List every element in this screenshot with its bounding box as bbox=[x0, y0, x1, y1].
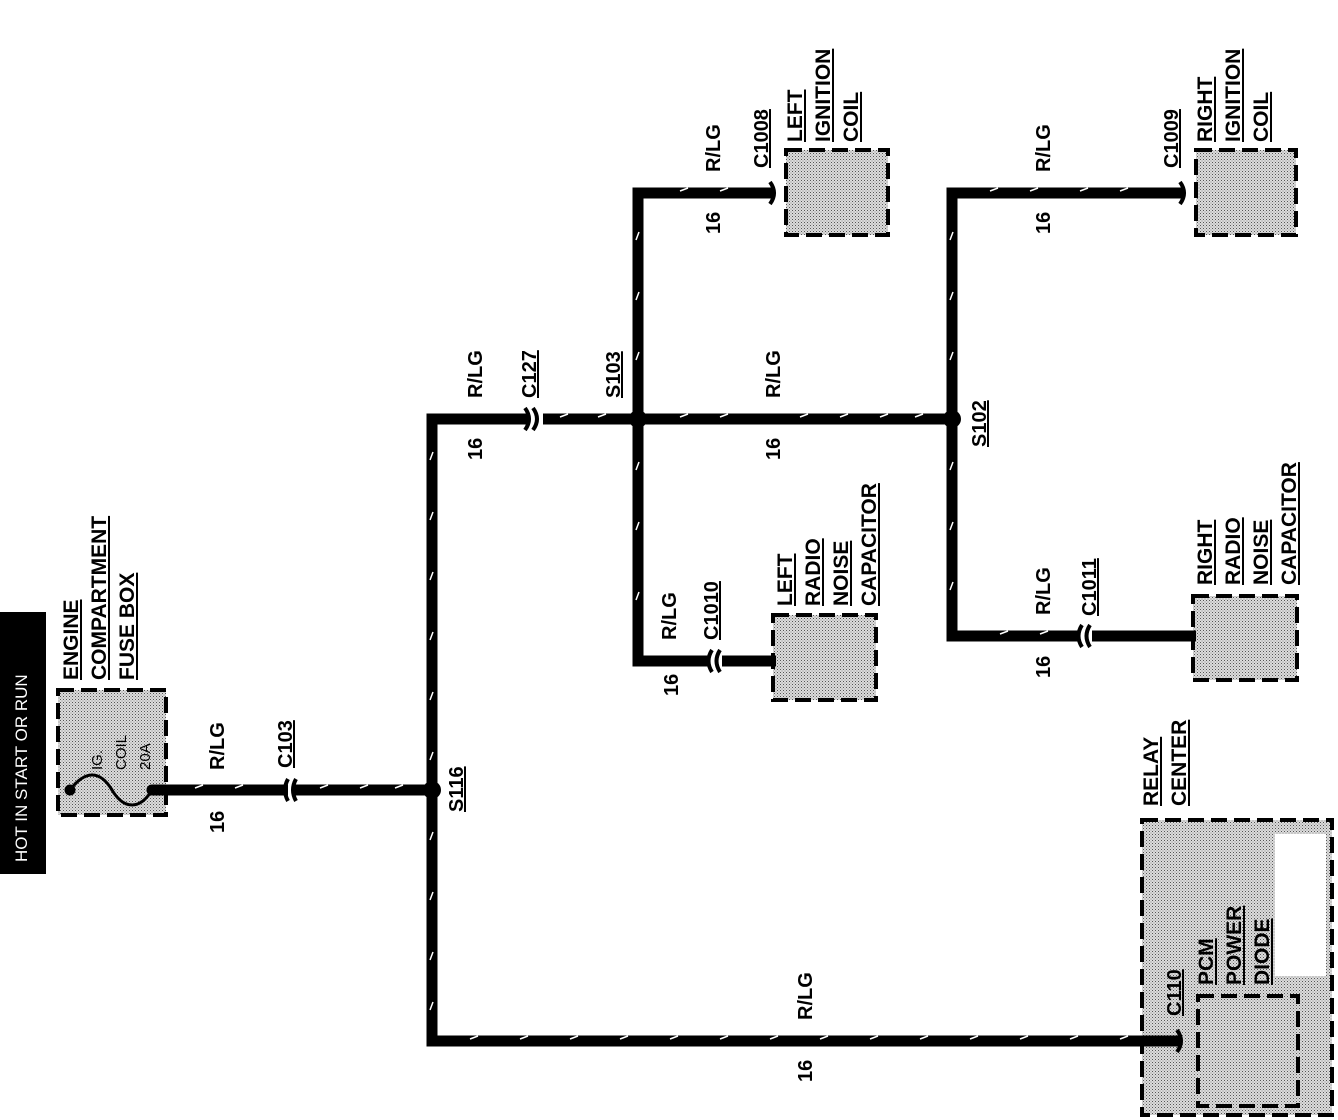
left-capacitor-line-1: LEFT bbox=[774, 553, 797, 607]
c127-connector-icon bbox=[523, 406, 539, 432]
right-radio-noise-capacitor-component bbox=[1191, 594, 1299, 682]
wire-color-label: R/LG bbox=[207, 722, 229, 770]
wire-gauge-label: 16 bbox=[763, 437, 785, 460]
wire-gauge-label: 16 bbox=[795, 1059, 817, 1082]
relay-center-blank-area bbox=[1275, 834, 1326, 976]
c110-label: C110 bbox=[1164, 969, 1186, 1016]
c103-connector-icon bbox=[283, 778, 298, 802]
wire-gauge-label: 16 bbox=[703, 211, 725, 234]
right-ignition-coil-line-3: COIL bbox=[1250, 91, 1273, 142]
left-ignition-coil-line-3: COIL bbox=[840, 91, 863, 142]
right-capacitor-line-1: RIGHT bbox=[1194, 519, 1217, 585]
pcm-power-diode-line-2: POWER bbox=[1223, 905, 1246, 985]
relay-center-label: RELAY CENTER bbox=[1138, 720, 1194, 806]
left-radio-noise-capacitor-component bbox=[771, 613, 878, 702]
status-banner-text: HOT IN START OR RUN bbox=[12, 674, 31, 862]
wires bbox=[152, 187, 1196, 1047]
left-ignition-coil-line-1: LEFT bbox=[784, 89, 807, 143]
right-ignition-coil-line-2: IGNITION bbox=[1222, 48, 1245, 142]
c110-connector-icon bbox=[1175, 1028, 1183, 1054]
wire-hatches bbox=[194, 187, 1129, 1040]
c1010-label: C1010 bbox=[701, 581, 723, 640]
wire-s103-to-c1010 bbox=[632, 419, 710, 667]
wire-s116-to-c110 bbox=[426, 790, 1180, 1047]
right-capacitor-line-4: CAPACITOR bbox=[1278, 462, 1301, 585]
c1009-label: C1009 bbox=[1161, 109, 1183, 168]
fuse-box-component bbox=[56, 688, 168, 817]
left-ignition-coil-component bbox=[784, 148, 890, 237]
relay-center-line-2: CENTER bbox=[1168, 719, 1191, 806]
right-ignition-coil-component bbox=[1194, 148, 1298, 237]
wire-s116-to-c127 bbox=[426, 413, 528, 790]
wire-gauge-label: 16 bbox=[207, 810, 229, 833]
c1008-label: C1008 bbox=[751, 109, 773, 168]
c103-label: C103 bbox=[275, 720, 297, 768]
fuse-rating-label: IG. COIL 20A bbox=[86, 735, 158, 770]
wire-gauge-label: 16 bbox=[1033, 655, 1055, 678]
right-radio-noise-capacitor-label: RIGHT RADIO NOISE CAPACITOR bbox=[1192, 462, 1304, 585]
c1011-connector-icon bbox=[1076, 623, 1092, 649]
fuse-box-label-line-1: ENGINE bbox=[60, 599, 83, 680]
fuse-box-label-line-3: FUSE BOX bbox=[116, 572, 139, 680]
pcm-power-diode-label: PCM POWER DIODE bbox=[1193, 906, 1277, 985]
fuse-box-label: ENGINE COMPARTMENT FUSE BOX bbox=[58, 516, 142, 680]
wire-color-label: R/LG bbox=[763, 350, 785, 398]
wire-s103-to-c1008 bbox=[632, 187, 773, 419]
status-banner: HOT IN START OR RUN bbox=[0, 612, 46, 874]
s103-splice-dot bbox=[629, 410, 647, 428]
pcm-power-diode-component bbox=[1196, 994, 1300, 1108]
left-capacitor-line-2: RADIO bbox=[802, 538, 825, 606]
right-capacitor-line-3: NOISE bbox=[1250, 519, 1273, 585]
wire-color-label: R/LG bbox=[1033, 567, 1055, 615]
wire-color-label: R/LG bbox=[795, 972, 817, 1020]
relay-center-line-1: RELAY bbox=[1140, 736, 1163, 806]
fuse-rating-line-3: 20A bbox=[137, 743, 154, 770]
left-ignition-coil-line-2: IGNITION bbox=[812, 48, 835, 142]
wire-gauge-label: 16 bbox=[465, 437, 487, 460]
right-ignition-coil-label: RIGHT IGNITION COIL bbox=[1192, 49, 1276, 142]
wire-s102-to-c1011 bbox=[946, 419, 1080, 642]
s116-label: S116 bbox=[446, 766, 468, 812]
c1008-connector-icon bbox=[768, 180, 776, 206]
left-radio-noise-capacitor-label: LEFT RADIO NOISE CAPACITOR bbox=[772, 483, 884, 606]
wire-color-label: R/LG bbox=[1033, 124, 1055, 172]
left-ignition-coil-label: LEFT IGNITION COIL bbox=[782, 49, 866, 142]
right-capacitor-line-2: RADIO bbox=[1222, 517, 1245, 585]
left-capacitor-line-4: CAPACITOR bbox=[858, 483, 881, 606]
s102-splice-dot bbox=[943, 410, 961, 428]
fuse-rating-line-2: COIL bbox=[113, 734, 130, 770]
wire-s102-to-c1009 bbox=[946, 187, 1183, 419]
wire-gauge-label: 16 bbox=[661, 673, 683, 696]
fuse-rating-line-1: IG. bbox=[89, 749, 106, 770]
pcm-power-diode-line-1: PCM bbox=[1195, 938, 1218, 985]
right-ignition-coil-line-1: RIGHT bbox=[1194, 76, 1217, 142]
left-capacitor-line-3: NOISE bbox=[830, 540, 853, 606]
wire-color-label: R/LG bbox=[703, 124, 725, 172]
fuse-box-label-line-2: COMPARTMENT bbox=[88, 515, 111, 680]
s103-label: S103 bbox=[603, 351, 625, 398]
s102-label: S102 bbox=[969, 400, 991, 447]
wire-gauge-label: 16 bbox=[1033, 211, 1055, 234]
c1010-connector-icon bbox=[706, 648, 722, 674]
c1009-connector-icon bbox=[1178, 180, 1186, 206]
c1011-label: C1011 bbox=[1079, 558, 1101, 616]
connector-symbols bbox=[283, 180, 1186, 1054]
wire-color-label: R/LG bbox=[659, 592, 681, 640]
wire-color-label: R/LG bbox=[465, 350, 487, 398]
pcm-power-diode-line-3: DIODE bbox=[1251, 918, 1274, 985]
s116-splice-dot bbox=[423, 781, 441, 799]
c127-label: C127 bbox=[519, 350, 541, 398]
